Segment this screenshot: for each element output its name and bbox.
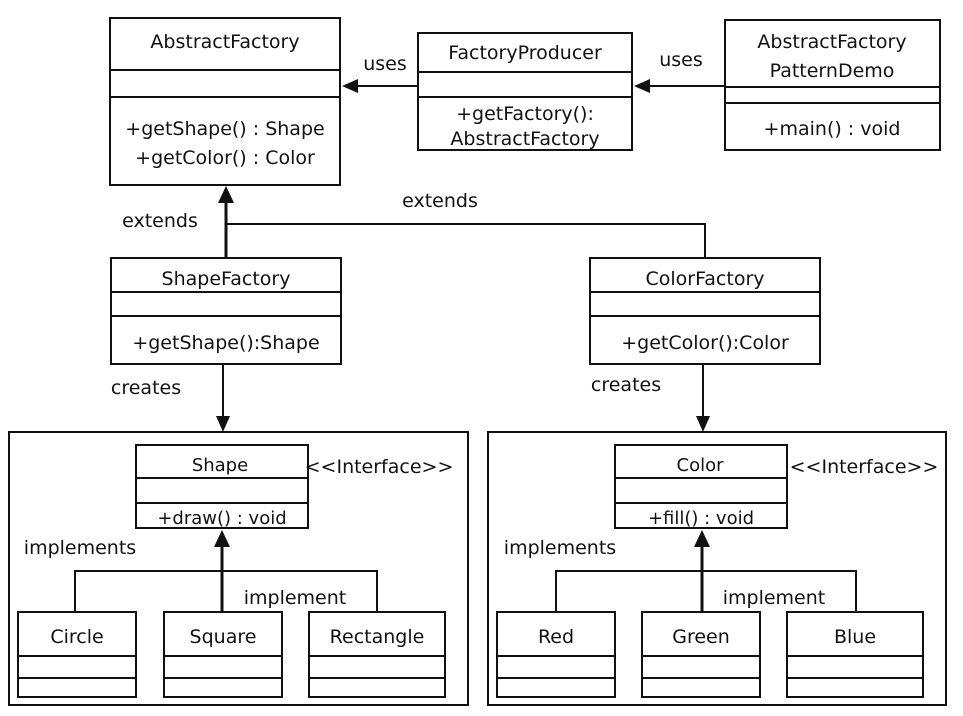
rectangle-class: Rectangle [308,611,446,698]
factory-producer-class: FactoryProducer +getFactory(): AbstractF… [417,32,633,151]
extends-inheritance: extends extends [122,186,706,258]
shape-factory-name: ShapeFactory [162,268,291,290]
uses-association-producer: uses [342,53,418,93]
interface-stereotype: <<Interface>> [790,456,939,478]
extends-label: extends [122,210,198,232]
blue-class: Blue [786,611,924,698]
factory-producer-method: AbstractFactory [450,128,599,150]
circle-class: Circle [17,611,137,698]
abstract-factory-method: +getColor() : Color [135,147,315,169]
extends-label: extends [402,190,478,212]
color-interface-method: +fill() : void [648,508,754,529]
implement-label: implement [723,587,826,609]
color-factory-class: ColorFactory +getColor():Color [589,257,821,365]
creates-shape: creates [111,364,230,432]
demo-method: +main() : void [764,118,901,140]
shape-interface-class: Shape +draw() : void <<Interface>> [135,444,454,529]
abstract-factory-method: +getShape() : Shape [125,118,324,140]
demo-name-line: PatternDemo [770,60,895,82]
shape-package: Shape +draw() : void <<Interface>> imple… [8,431,469,706]
green-class: Green [641,611,761,698]
green-name: Green [672,626,730,648]
implement-label: implement [244,587,347,609]
demo-class: AbstractFactory PatternDemo +main() : vo… [724,19,941,151]
uses-label: uses [363,53,407,75]
color-package: Color +fill() : void <<Interface>> imple… [487,431,947,706]
shape-factory-class: ShapeFactory +getShape():Shape [110,257,342,365]
demo-name-line: AbstractFactory [757,31,906,53]
interface-stereotype: <<Interface>> [305,456,454,478]
implements-label: implements [24,537,136,559]
blue-name: Blue [834,626,876,648]
square-name: Square [190,626,257,648]
implements-label: implements [504,537,616,559]
abstract-factory-class: AbstractFactory +getShape() : Shape +get… [109,17,341,186]
factory-producer-method: +getFactory(): [456,103,594,125]
circle-name: Circle [50,626,103,648]
red-name: Red [538,626,574,648]
shape-interface-name: Shape [192,455,248,476]
shape-factory-method: +getShape():Shape [132,332,319,354]
color-interface-name: Color [677,455,725,476]
creates-label: creates [111,377,181,399]
shape-interface-method: +draw() : void [157,508,286,529]
uses-association-demo: uses [634,49,725,93]
abstract-factory-name: AbstractFactory [150,31,299,53]
factory-producer-name: FactoryProducer [448,42,602,64]
creates-color: creates [591,364,710,432]
red-class: Red [496,611,616,698]
uses-label: uses [659,49,703,71]
color-factory-method: +getColor():Color [621,332,789,354]
color-factory-name: ColorFactory [645,268,764,290]
creates-label: creates [591,374,661,396]
rectangle-name: Rectangle [330,626,425,648]
square-class: Square [163,611,283,698]
color-interface-class: Color +fill() : void <<Interface>> [614,444,939,529]
